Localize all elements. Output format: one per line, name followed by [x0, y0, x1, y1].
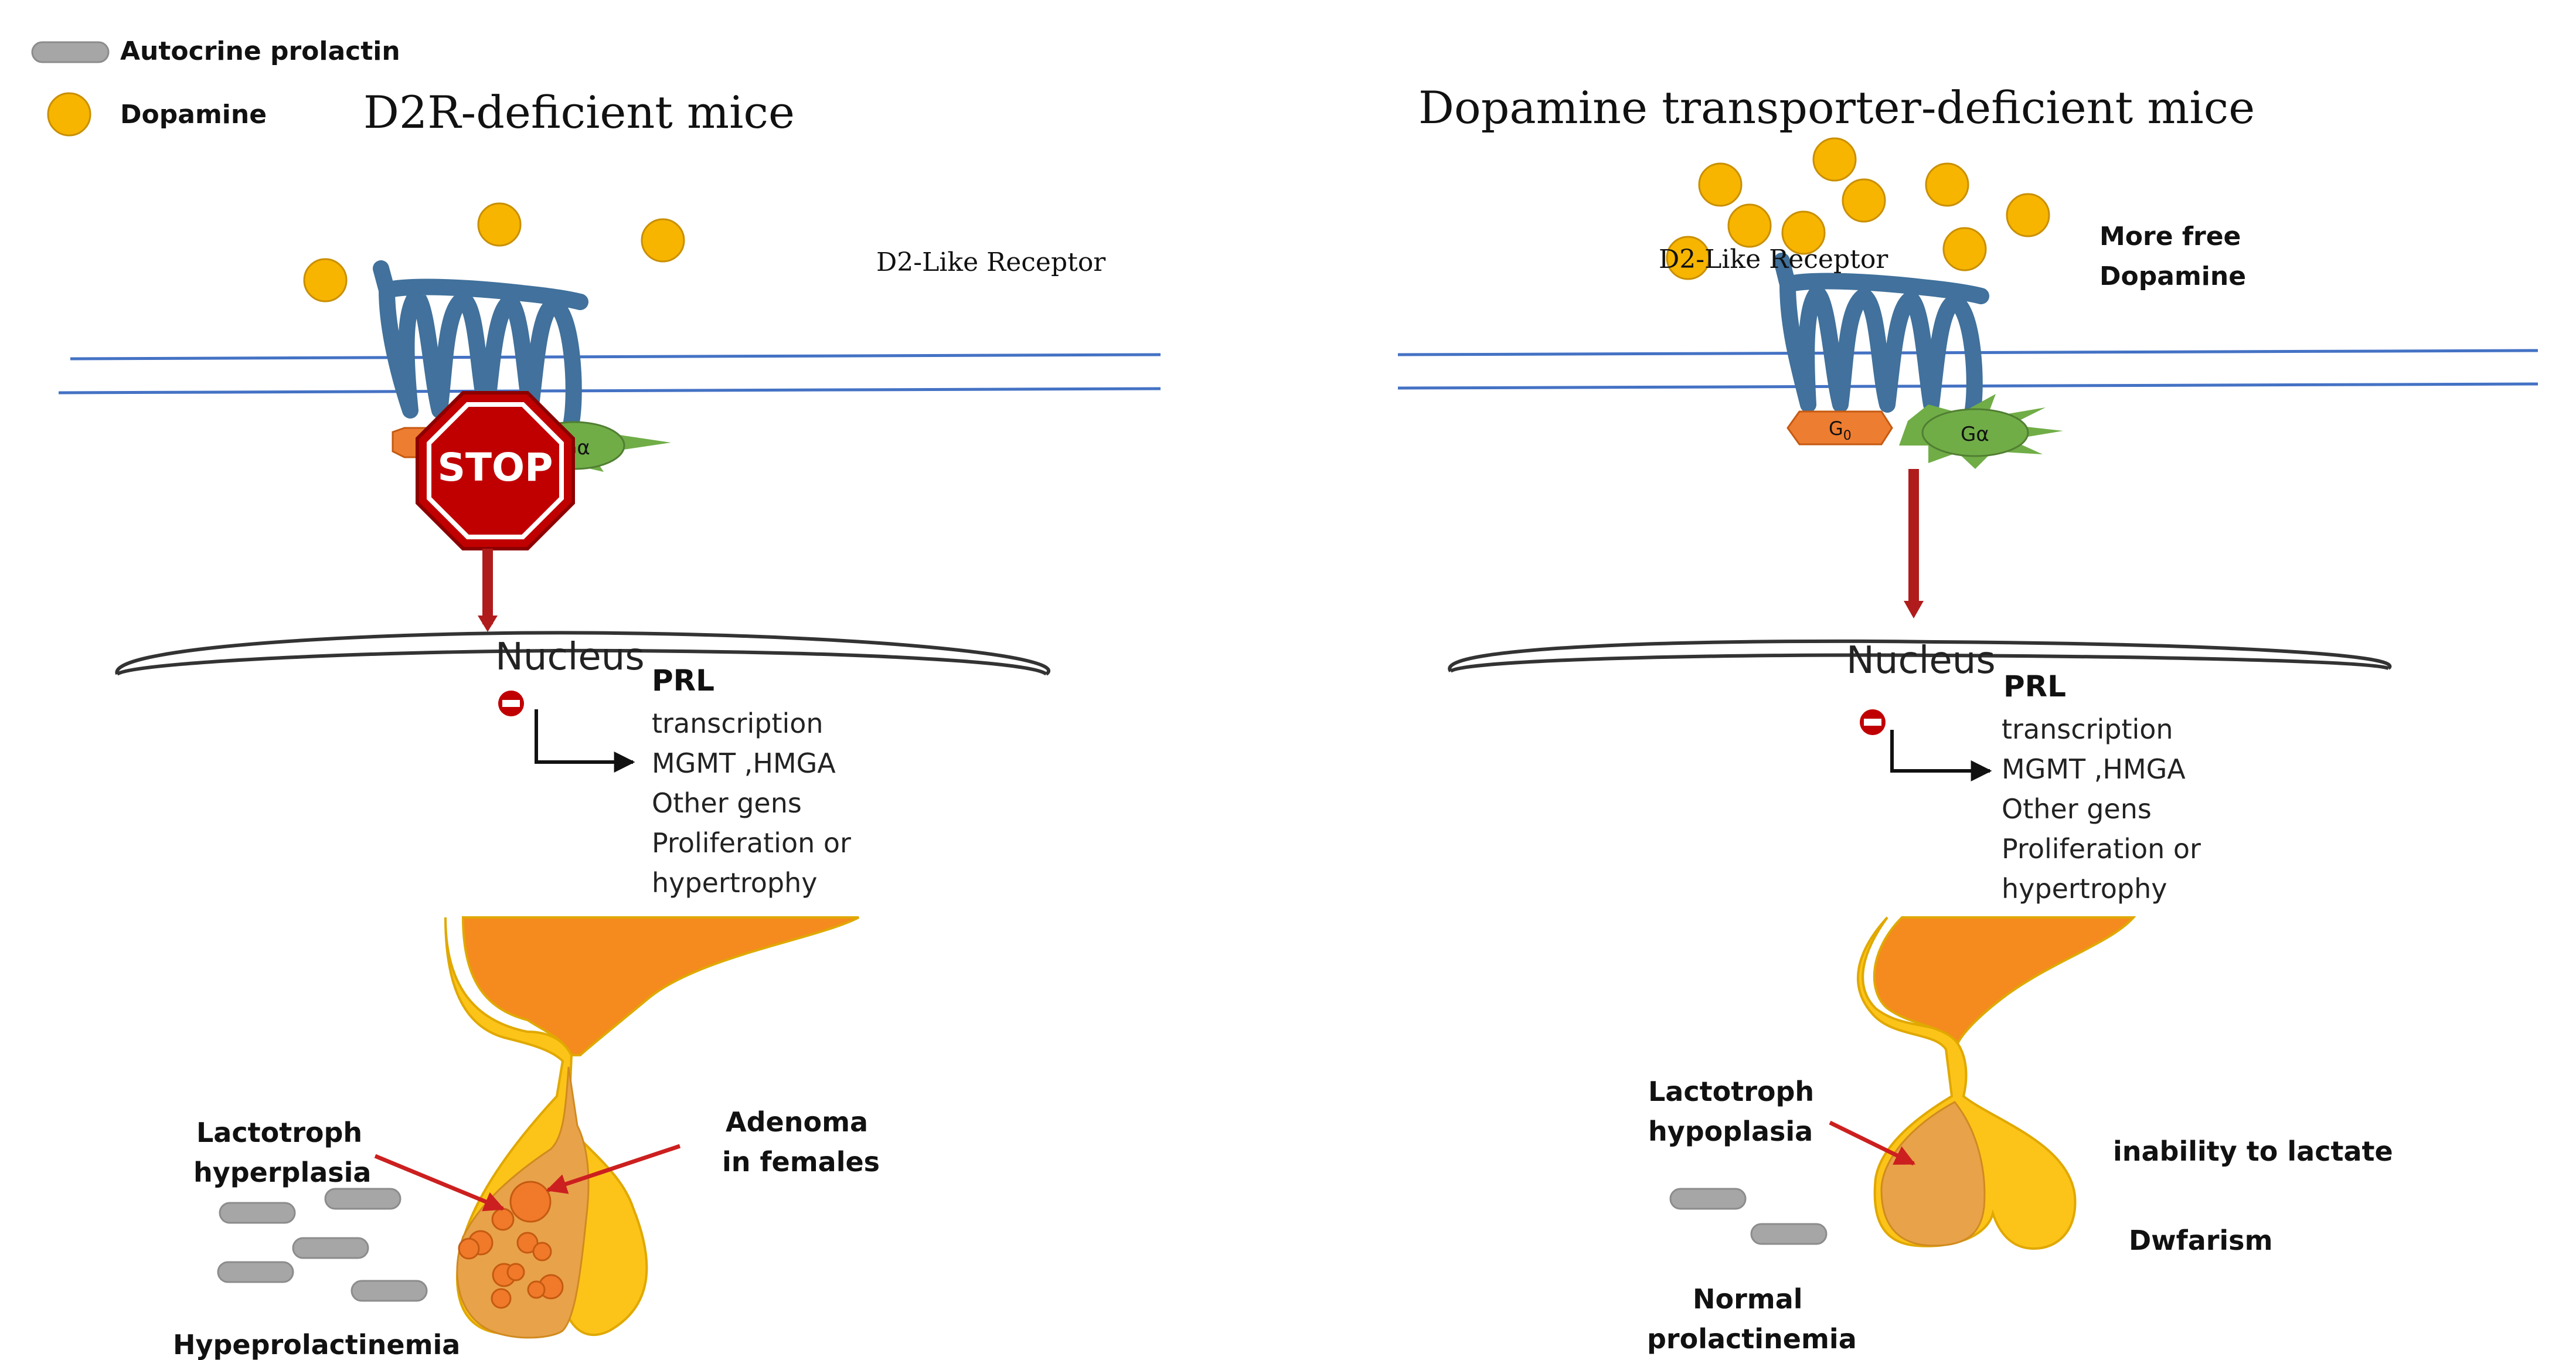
right-title: Dopamine transporter-deficient mice [1418, 81, 2255, 134]
g-alpha-protein-icon: Gα [1899, 394, 2063, 469]
lactotroph-cell [532, 1242, 552, 1262]
prolactin-pill-icon [324, 1188, 401, 1210]
gene-line: Proliferation or [2002, 833, 2201, 865]
dopamine-dot [1842, 178, 1886, 223]
prolactin-pill-icon [217, 1261, 294, 1283]
d2-receptor-icon [373, 260, 588, 430]
lactotroph-label: hyperplasia [193, 1157, 371, 1188]
dopamine-dot [477, 202, 522, 247]
gene-line: hypertrophy [652, 867, 817, 899]
nucleus-label: Nucleus [1846, 639, 1996, 682]
dopamine-dot [1666, 236, 1710, 280]
d2-receptor-icon [1774, 253, 1989, 421]
prolactin-pill-icon [351, 1280, 428, 1302]
g0-label: G0 [1829, 417, 1852, 443]
gene-line: MGMT ,HMGA [652, 747, 836, 779]
lactotroph-label: Lactotroph [196, 1117, 362, 1148]
lactation-label: inability to lactate [2113, 1135, 2393, 1167]
gene-line: transcription [652, 708, 823, 739]
dwarfism-label: Dwfarism [2129, 1225, 2273, 1256]
pituitary-gland-icon [1856, 916, 2136, 1250]
lactotroph-cell [458, 1237, 480, 1260]
lactotroph-label: hypoplasia [1648, 1116, 1813, 1147]
cell-membrane-inner [58, 387, 1161, 395]
lactotroph-cell [506, 1263, 525, 1281]
prolactin-pill-icon [292, 1237, 369, 1259]
cell-membrane-outer [70, 353, 1161, 361]
gene-line: Other gens [652, 787, 802, 819]
pituitary-gland-icon [444, 916, 859, 1339]
dopamine-dot-icon [47, 92, 91, 137]
gene-line: transcription [2002, 713, 2173, 745]
signal-arrowhead [478, 616, 498, 632]
dopamine-dot [1925, 162, 1969, 207]
left-title: D2R-deficient mice [363, 86, 795, 138]
g0-protein-icon: G0 [1786, 410, 1893, 446]
right-outcome-label: Normal [1693, 1283, 1803, 1315]
prl-label: PRL [652, 664, 714, 698]
dopamine-dot [641, 218, 685, 263]
right-receptor-label: D2-Like Receptor [1659, 244, 1888, 274]
stop-sign-label: STOP [437, 445, 553, 490]
gene-line: MGMT ,HMGA [2002, 753, 2186, 785]
hypoplasia-arrow [1829, 1120, 1916, 1166]
inhibition-icon [498, 691, 524, 716]
hyperplasia-arrow [374, 1154, 505, 1212]
prolactin-pill-icon [1669, 1188, 1747, 1210]
prolactin-pill-icon [219, 1202, 296, 1224]
left-outcome-label: Hypeprolactinemia [173, 1329, 460, 1360]
dopamine-dot [1727, 203, 1772, 248]
inhibition-icon [1860, 709, 1886, 735]
adenoma-label: Adenoma [726, 1106, 868, 1138]
dopamine-dot [1942, 227, 1987, 271]
legend-dopamine-label: Dopamine [120, 100, 267, 130]
adenoma-label: in females [722, 1146, 880, 1178]
right-panel: Dopamine transporter-deficient mice D2-L… [1397, 81, 2538, 1355]
gene-line: Other gens [2002, 793, 2152, 825]
transcription-arrow [1890, 730, 1992, 781]
right-outcome-label: prolactinemia [1647, 1323, 1857, 1355]
lactotroph-cell [491, 1288, 512, 1309]
free-dopamine-label: More free [2099, 222, 2241, 251]
lactotroph-cell [516, 1232, 539, 1254]
prl-label: PRL [2003, 669, 2066, 703]
left-panel: D2R-deficient mice D2-Like Receptor Gα S… [58, 86, 1161, 1360]
lactotroph-cell [491, 1208, 515, 1231]
prolactin-pill-icon [1750, 1223, 1828, 1245]
dopamine-dot [1698, 162, 1743, 207]
dopamine-dot [1812, 137, 1857, 182]
transcription-arrow [535, 709, 635, 773]
prolactin-pill-icon [31, 41, 110, 63]
adenoma-cell [509, 1181, 552, 1223]
free-dopamine-label: Dopamine [2099, 261, 2246, 291]
nucleus-membrane [115, 631, 1051, 676]
dopamine-dot [1781, 210, 1826, 255]
signal-arrowhead [1904, 601, 1924, 618]
nucleus-label: Nucleus [495, 635, 645, 679]
gene-line: Proliferation or [652, 827, 851, 859]
lactotroph-cell [527, 1280, 546, 1299]
nucleus-membrane [1448, 639, 2392, 673]
legend-prolactin-label: Autocrine prolactin [120, 36, 400, 66]
lactotroph-label: Lactotroph [1648, 1076, 1814, 1107]
legend: Autocrine prolactin Dopamine [31, 36, 400, 137]
left-receptor-label: D2-Like Receptor [876, 247, 1106, 277]
stop-sign-icon: STOP [416, 391, 575, 550]
gene-line: hypertrophy [2002, 873, 2167, 905]
g-alpha-label: Gα [1961, 423, 1989, 446]
adenoma-arrow [546, 1144, 681, 1194]
dopamine-dot [2006, 193, 2050, 237]
dopamine-dot [303, 258, 348, 302]
